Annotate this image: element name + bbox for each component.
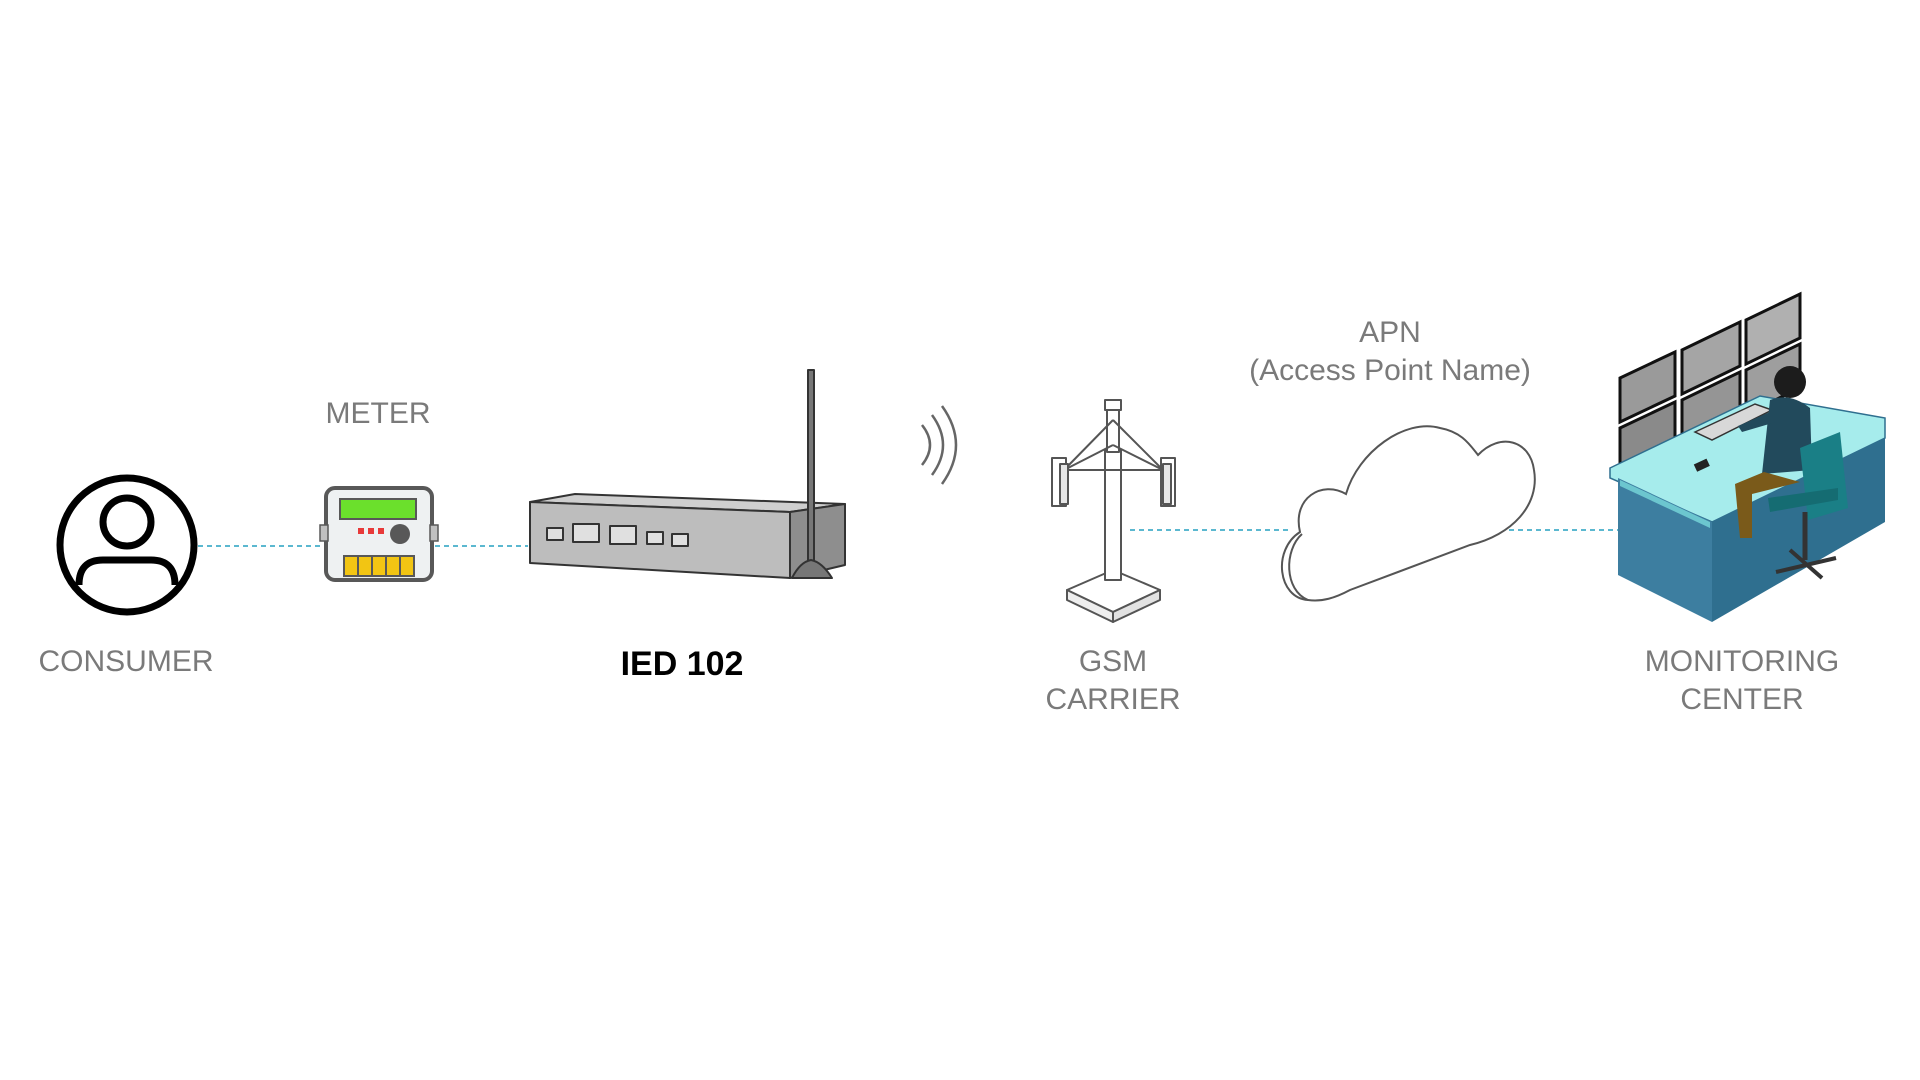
cell-tower-icon (1051, 399, 1176, 623)
meter-icon (319, 486, 439, 582)
operator-workstation-icon (1609, 291, 1886, 622)
apn-label: APN (Access Point Name) (1249, 314, 1531, 390)
consumer-label: CONSUMER (38, 645, 214, 678)
monitoring-label-line2: CENTER (1680, 683, 1804, 716)
router-icon (529, 369, 846, 579)
cloud-icon (1280, 425, 1536, 602)
apn-label-line1: APN (1359, 316, 1421, 349)
gsm-carrier-label: GSM CARRIER (1045, 643, 1180, 719)
monitoring-center-label: MONITORING CENTER (1645, 643, 1839, 719)
ied-label: IED 102 (620, 645, 744, 683)
apn-label-line2: (Access Point Name) (1249, 354, 1531, 387)
gsm-label-line2: CARRIER (1045, 683, 1181, 716)
signal-waves-icon (921, 405, 958, 485)
gsm-label-line1: GSM (1078, 645, 1148, 678)
meter-label: METER (325, 397, 431, 430)
person-icon (56, 474, 198, 616)
monitoring-label-line1: MONITORING (1644, 645, 1840, 678)
